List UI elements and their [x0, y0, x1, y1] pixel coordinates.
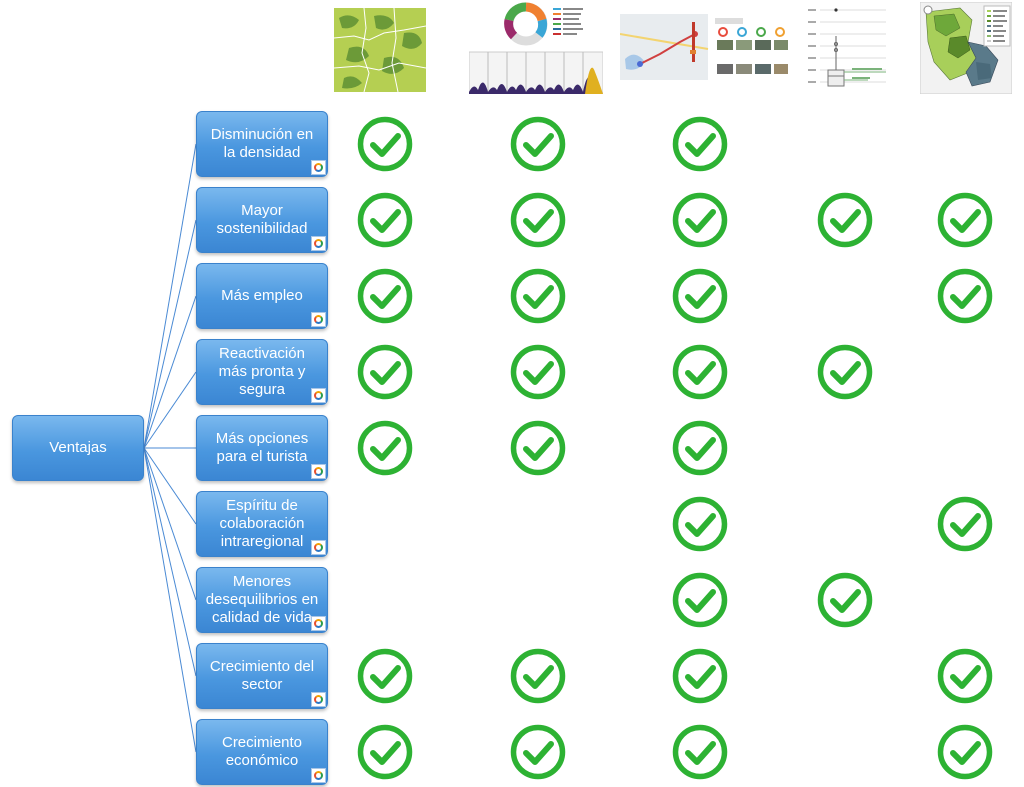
check-circle-icon — [510, 420, 566, 476]
advantage-label: Reactivación más pronta y segura — [218, 345, 306, 398]
check-circle-icon — [817, 572, 873, 628]
advantage-box: Más empleo — [196, 263, 328, 329]
advantage-box: Crecimiento económico — [196, 719, 328, 785]
check-circle-icon — [510, 724, 566, 780]
connector-line — [143, 371, 197, 449]
check-circle-icon — [672, 724, 728, 780]
connector-line — [143, 447, 197, 677]
advantage-label: Más empleo — [221, 287, 303, 304]
check-circle-icon — [672, 496, 728, 552]
check-circle-icon — [357, 268, 413, 324]
lifebuoy-icon-ring — [314, 695, 323, 704]
check-circle-icon — [357, 724, 413, 780]
check-circle-icon — [510, 192, 566, 248]
advantage-label: Espíritu de colaboración intraregional — [219, 497, 305, 550]
lifebuoy-icon-ring — [314, 771, 323, 780]
lifebuoy-icon — [311, 616, 326, 631]
lifebuoy-icon-ring — [314, 543, 323, 552]
check-circle-icon — [937, 496, 993, 552]
lifebuoy-icon — [311, 160, 326, 175]
lifebuoy-icon — [311, 464, 326, 479]
check-circle-icon — [672, 420, 728, 476]
check-circle-icon — [510, 344, 566, 400]
connector-line — [143, 219, 197, 449]
check-circle-icon — [672, 572, 728, 628]
map-thumbnail — [334, 8, 426, 92]
lifebuoy-icon-ring — [314, 619, 323, 628]
check-circle-icon — [510, 268, 566, 324]
region-map-thumbnail — [920, 2, 1012, 94]
connector-line — [143, 447, 197, 753]
check-circle-icon — [817, 192, 873, 248]
lifebuoy-icon — [311, 388, 326, 403]
check-circle-icon — [357, 420, 413, 476]
advantage-box: Más opciones para el turista — [196, 415, 328, 481]
advantage-label: Menores desequilibrios en calidad de vid… — [205, 573, 319, 626]
advantage-box: Espíritu de colaboración intraregional — [196, 491, 328, 557]
advantage-label: Disminución en la densidad — [210, 126, 314, 161]
lifebuoy-icon — [311, 768, 326, 783]
check-circle-icon — [937, 724, 993, 780]
lifebuoy-icon-ring — [314, 239, 323, 248]
advantage-box: Menores desequilibrios en calidad de vid… — [196, 567, 328, 633]
check-circle-icon — [817, 344, 873, 400]
check-circle-icon — [937, 192, 993, 248]
lifebuoy-icon — [311, 312, 326, 327]
root-label: Ventajas — [49, 439, 107, 456]
advantage-label: Más opciones para el turista — [215, 430, 309, 465]
root-node-ventajas: Ventajas — [12, 415, 144, 481]
advantage-box: Crecimiento del sector — [196, 643, 328, 709]
lifebuoy-icon — [311, 692, 326, 707]
lifebuoy-icon-ring — [314, 163, 323, 172]
check-circle-icon — [672, 192, 728, 248]
donut-chart-thumbnail — [469, 2, 603, 94]
check-circle-icon — [672, 268, 728, 324]
connector-line — [143, 295, 197, 449]
connector-line — [143, 447, 197, 525]
lifebuoy-icon — [311, 236, 326, 251]
lifebuoy-icon — [311, 540, 326, 555]
lifebuoy-icon-ring — [314, 467, 323, 476]
advantage-box: Mayor sostenibilidad — [196, 187, 328, 253]
check-circle-icon — [672, 344, 728, 400]
check-circle-icon — [510, 648, 566, 704]
advantage-label: Crecimiento económico — [221, 734, 303, 769]
check-circle-icon — [672, 116, 728, 172]
check-circle-icon — [357, 192, 413, 248]
check-circle-icon — [357, 116, 413, 172]
advantage-label: Crecimiento del sector — [209, 658, 315, 693]
check-circle-icon — [672, 648, 728, 704]
advantage-label: Mayor sostenibilidad — [216, 202, 308, 237]
lifebuoy-icon-ring — [314, 391, 323, 400]
check-circle-icon — [357, 344, 413, 400]
connector-line — [143, 143, 197, 449]
lifebuoy-icon-ring — [314, 315, 323, 324]
boxplot-thumbnail — [808, 4, 888, 92]
advantage-box: Reactivación más pronta y segura — [196, 339, 328, 405]
check-circle-icon — [357, 648, 413, 704]
connector-line — [143, 447, 197, 601]
advantage-box: Disminución en la densidad — [196, 111, 328, 177]
check-circle-icon — [937, 648, 993, 704]
route-map-thumbnail — [620, 14, 790, 80]
check-circle-icon — [510, 116, 566, 172]
check-circle-icon — [937, 268, 993, 324]
